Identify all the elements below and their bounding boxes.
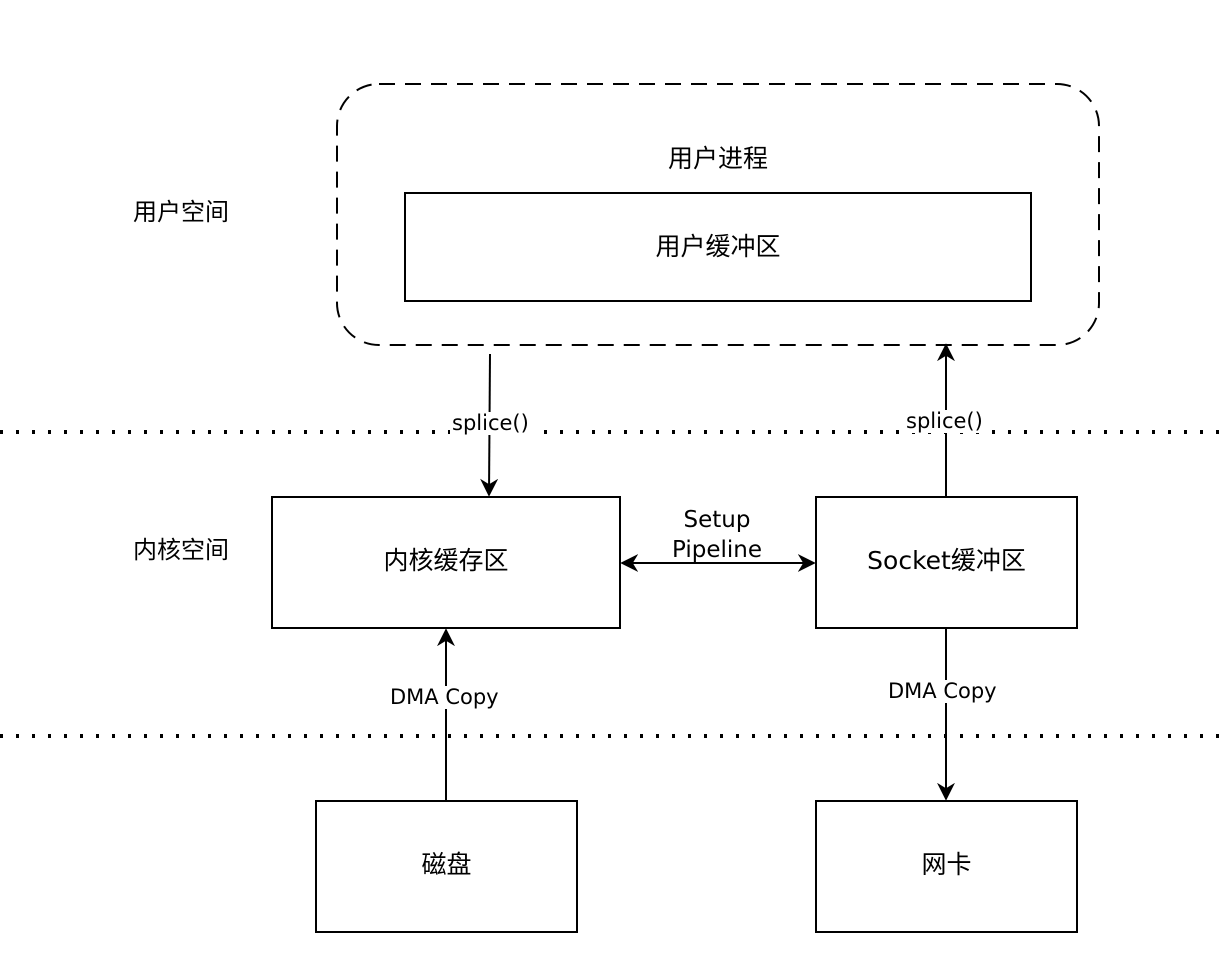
kernel-buffer-box	[271, 496, 621, 629]
disk-label: 磁盘	[421, 850, 472, 879]
dma-in-label: DMA Copy	[388, 685, 501, 709]
user-process-label: 用户进程	[667, 144, 768, 173]
splice-in-label: splice()	[450, 411, 531, 435]
disk-box	[315, 800, 578, 933]
socket-buffer-label: Socket缓冲区	[867, 546, 1026, 575]
pipeline-label-line1: Setup	[683, 507, 751, 533]
setup-pipeline-label: Setup Pipeline	[652, 505, 782, 565]
user-process-container	[336, 83, 1100, 346]
kernel-buffer-label: 内核缓存区	[383, 546, 509, 575]
user-space-label: 用户空间	[133, 198, 229, 226]
socket-buffer-box	[815, 496, 1078, 629]
nic-label: 网卡	[921, 850, 972, 879]
dma-out-label: DMA Copy	[886, 679, 999, 703]
user-buffer-box	[404, 192, 1032, 302]
user-buffer-label: 用户缓冲区	[655, 232, 781, 261]
splice-out-label: splice()	[904, 409, 985, 433]
kernel-space-label: 内核空间	[133, 536, 229, 564]
nic-box	[815, 800, 1078, 933]
pipeline-label-line2: Pipeline	[671, 537, 762, 563]
